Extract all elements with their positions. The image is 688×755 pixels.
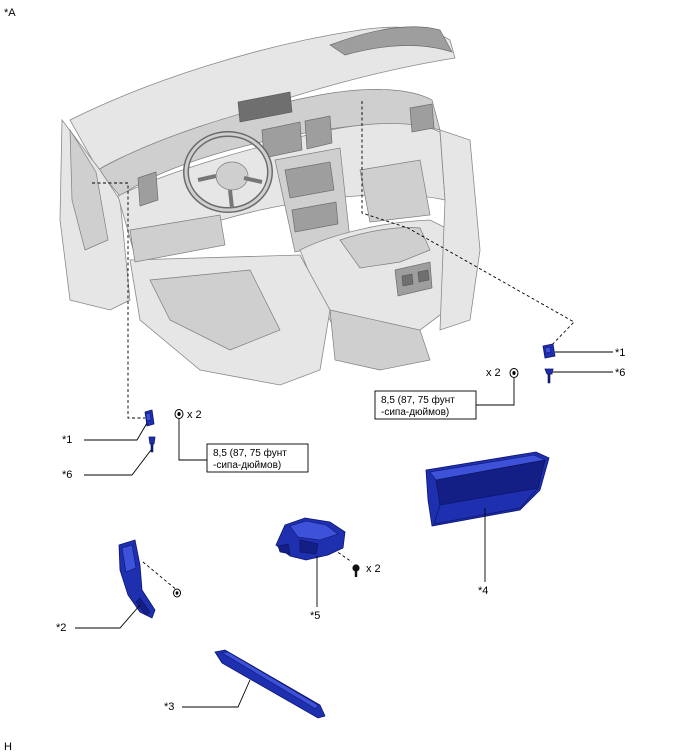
left-nut-quantity: x 2 [187, 409, 202, 421]
part-2-clip-icon [173, 588, 181, 598]
part-4-glove-box [425, 451, 550, 527]
part-6-left-pin [148, 436, 156, 453]
callout-1-right: *1 [615, 347, 625, 359]
footer-mark: H [4, 741, 12, 753]
part-5-bracket [275, 517, 346, 561]
callout-leader-lines [75, 351, 613, 708]
part-2-side-panel [118, 539, 156, 619]
callout-4: *4 [478, 585, 488, 597]
part-6-right-pin [544, 368, 554, 384]
torque-left-line2: -сипа-дюймов) [213, 460, 281, 471]
right-nut-icon [509, 368, 519, 378]
torque-right-line1: 8,5 (87, 75 фунт [381, 394, 455, 406]
part-1-right-clip [542, 343, 556, 359]
callout-6-left: *6 [62, 469, 72, 481]
callout-5: *5 [310, 610, 320, 622]
callout-2: *2 [56, 622, 66, 634]
right-nut-quantity: x 2 [486, 367, 501, 379]
part-3-trim-strip [214, 649, 326, 719]
left-nut-icon [174, 409, 184, 419]
part-1-left-clip [144, 409, 155, 427]
vehicle-interior-illustration [59, 26, 481, 386]
view-label: *A [4, 7, 16, 19]
callout-1-left: *1 [62, 434, 72, 446]
torque-right-line2: -сипа-дюймов) [381, 407, 449, 418]
callout-6-right: *6 [615, 367, 625, 379]
torque-left-line1: 8,5 (87, 75 фунт [213, 447, 287, 459]
screw-quantity: x 2 [366, 563, 381, 575]
torque-box-left [206, 443, 309, 473]
callout-3: *3 [164, 701, 174, 713]
torque-box-right [374, 390, 477, 420]
part-5-screw-icon [352, 564, 360, 577]
